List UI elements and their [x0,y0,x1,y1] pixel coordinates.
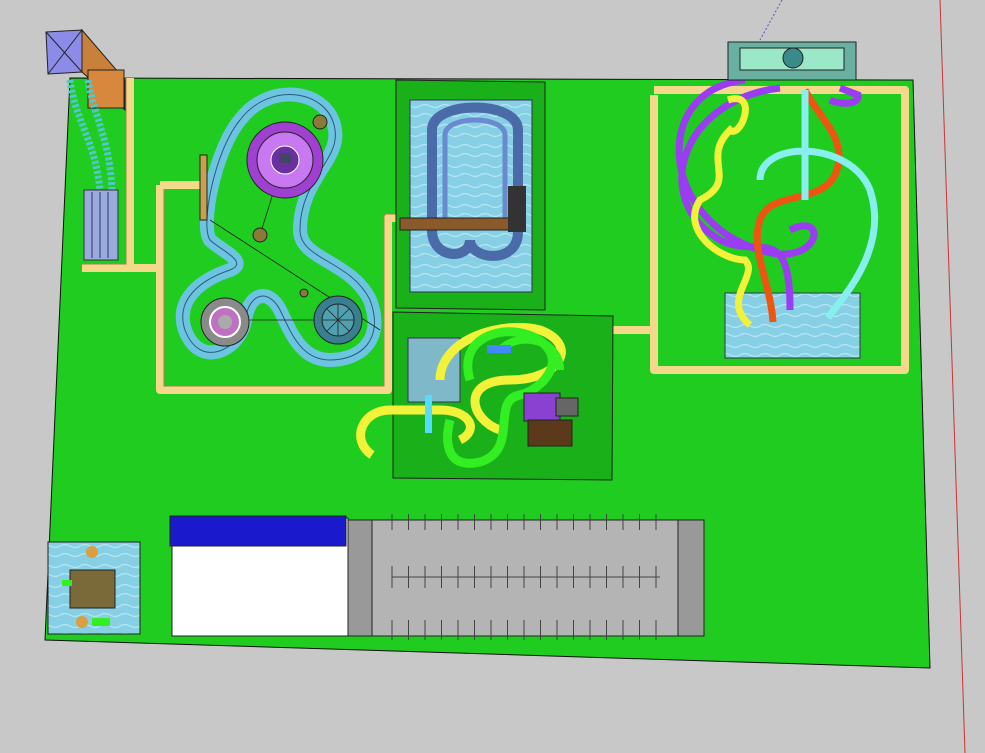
white-building[interactable] [169,515,349,637]
u-slide-pool[interactable] [395,79,546,311]
gazebo-1[interactable] [312,114,328,130]
wooden-bridge[interactable] [199,154,208,221]
teal-wheel-pool[interactable] [313,295,363,345]
purple-whirlpool[interactable] [246,121,324,199]
tube-slide-pool[interactable] [356,311,614,481]
multi-slide-pool[interactable] [664,41,889,360]
walking-paths-outline [82,78,400,387]
blue-axis-dotted [759,0,783,41]
grey-ring-pool[interactable] [200,297,250,347]
red-axis-line [939,0,966,753]
gazebo-3[interactable] [299,288,309,298]
kids-play-pool[interactable] [47,541,141,635]
gazebo-2[interactable] [252,227,268,243]
slide-tube-icon[interactable] [66,79,119,261]
parking-lot-icon[interactable] [347,514,705,640]
